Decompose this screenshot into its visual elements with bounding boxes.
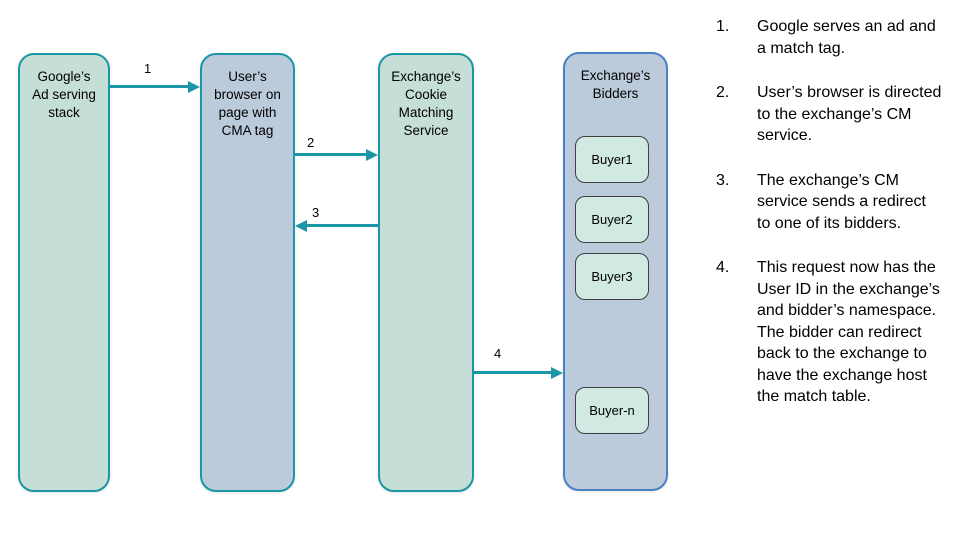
buyer-chip-1-label: Buyer1 — [591, 152, 633, 167]
buyer-chip-2-label: Buyer2 — [591, 212, 633, 227]
arrow-4-line — [474, 366, 563, 379]
arrow-1-line — [110, 80, 200, 93]
step-number: 2. — [716, 84, 730, 101]
node-exchange-bidders: Exchange’s Bidders Buyer1 Buyer2 Buyer3 … — [563, 52, 668, 491]
list-item-1: 1. Google serves an ad and a match tag. — [716, 16, 942, 59]
node-google-ad-stack-label: Google’s Ad serving stack — [32, 69, 96, 120]
step-text: The exchange’s CM service sends a redire… — [757, 171, 926, 232]
node-exchange-cm-service-label: Exchange’s Cookie Matching Service — [391, 69, 461, 138]
node-exchange-bidders-label: Exchange’s Bidders — [580, 68, 651, 101]
step-number: 3. — [716, 171, 730, 189]
node-user-browser: User’s browser on page with CMA tag — [200, 53, 295, 492]
arrow-3-line — [295, 219, 378, 232]
buyer-chip-1: Buyer1 — [575, 136, 649, 183]
list-item-2: 2. User’s browser is directed to the exc… — [716, 82, 942, 147]
arrow-2-line — [295, 148, 378, 161]
arrow-1-label: 1 — [144, 61, 152, 76]
buyer-chip-3: Buyer3 — [575, 253, 649, 300]
step-number: 4. — [716, 259, 730, 276]
arrow-3-label: 3 — [312, 205, 320, 220]
steps-list: 1. Google serves an ad and a match tag. … — [716, 16, 942, 431]
buyer-chip-3-label: Buyer3 — [591, 269, 633, 284]
step-text: Google serves an ad and a match tag. — [757, 18, 936, 57]
arrow-4-label: 4 — [494, 346, 502, 361]
arrow-2-label: 2 — [307, 135, 315, 150]
node-user-browser-label: User’s browser on page with CMA tag — [214, 69, 281, 138]
node-google-ad-stack: Google’s Ad serving stack — [18, 53, 110, 492]
arrowhead-left-icon — [295, 219, 307, 232]
arrowhead-right-icon — [551, 366, 563, 379]
list-item-3: 3. The exchange’s CM service sends a red… — [716, 170, 942, 235]
step-text: User’s browser is directed to the exchan… — [757, 84, 942, 144]
arrowhead-right-icon — [188, 80, 200, 93]
step-text: This request now has the User ID in the … — [757, 259, 940, 405]
buyer-chip-n-label: Buyer-n — [589, 403, 635, 418]
step-number: 1. — [716, 18, 730, 35]
buyer-chip-n: Buyer-n — [575, 387, 649, 434]
node-exchange-cm-service: Exchange’s Cookie Matching Service — [378, 53, 474, 492]
list-item-4: 4. This request now has the User ID in t… — [716, 257, 942, 408]
arrowhead-right-icon — [366, 148, 378, 161]
buyer-chip-2: Buyer2 — [575, 196, 649, 243]
